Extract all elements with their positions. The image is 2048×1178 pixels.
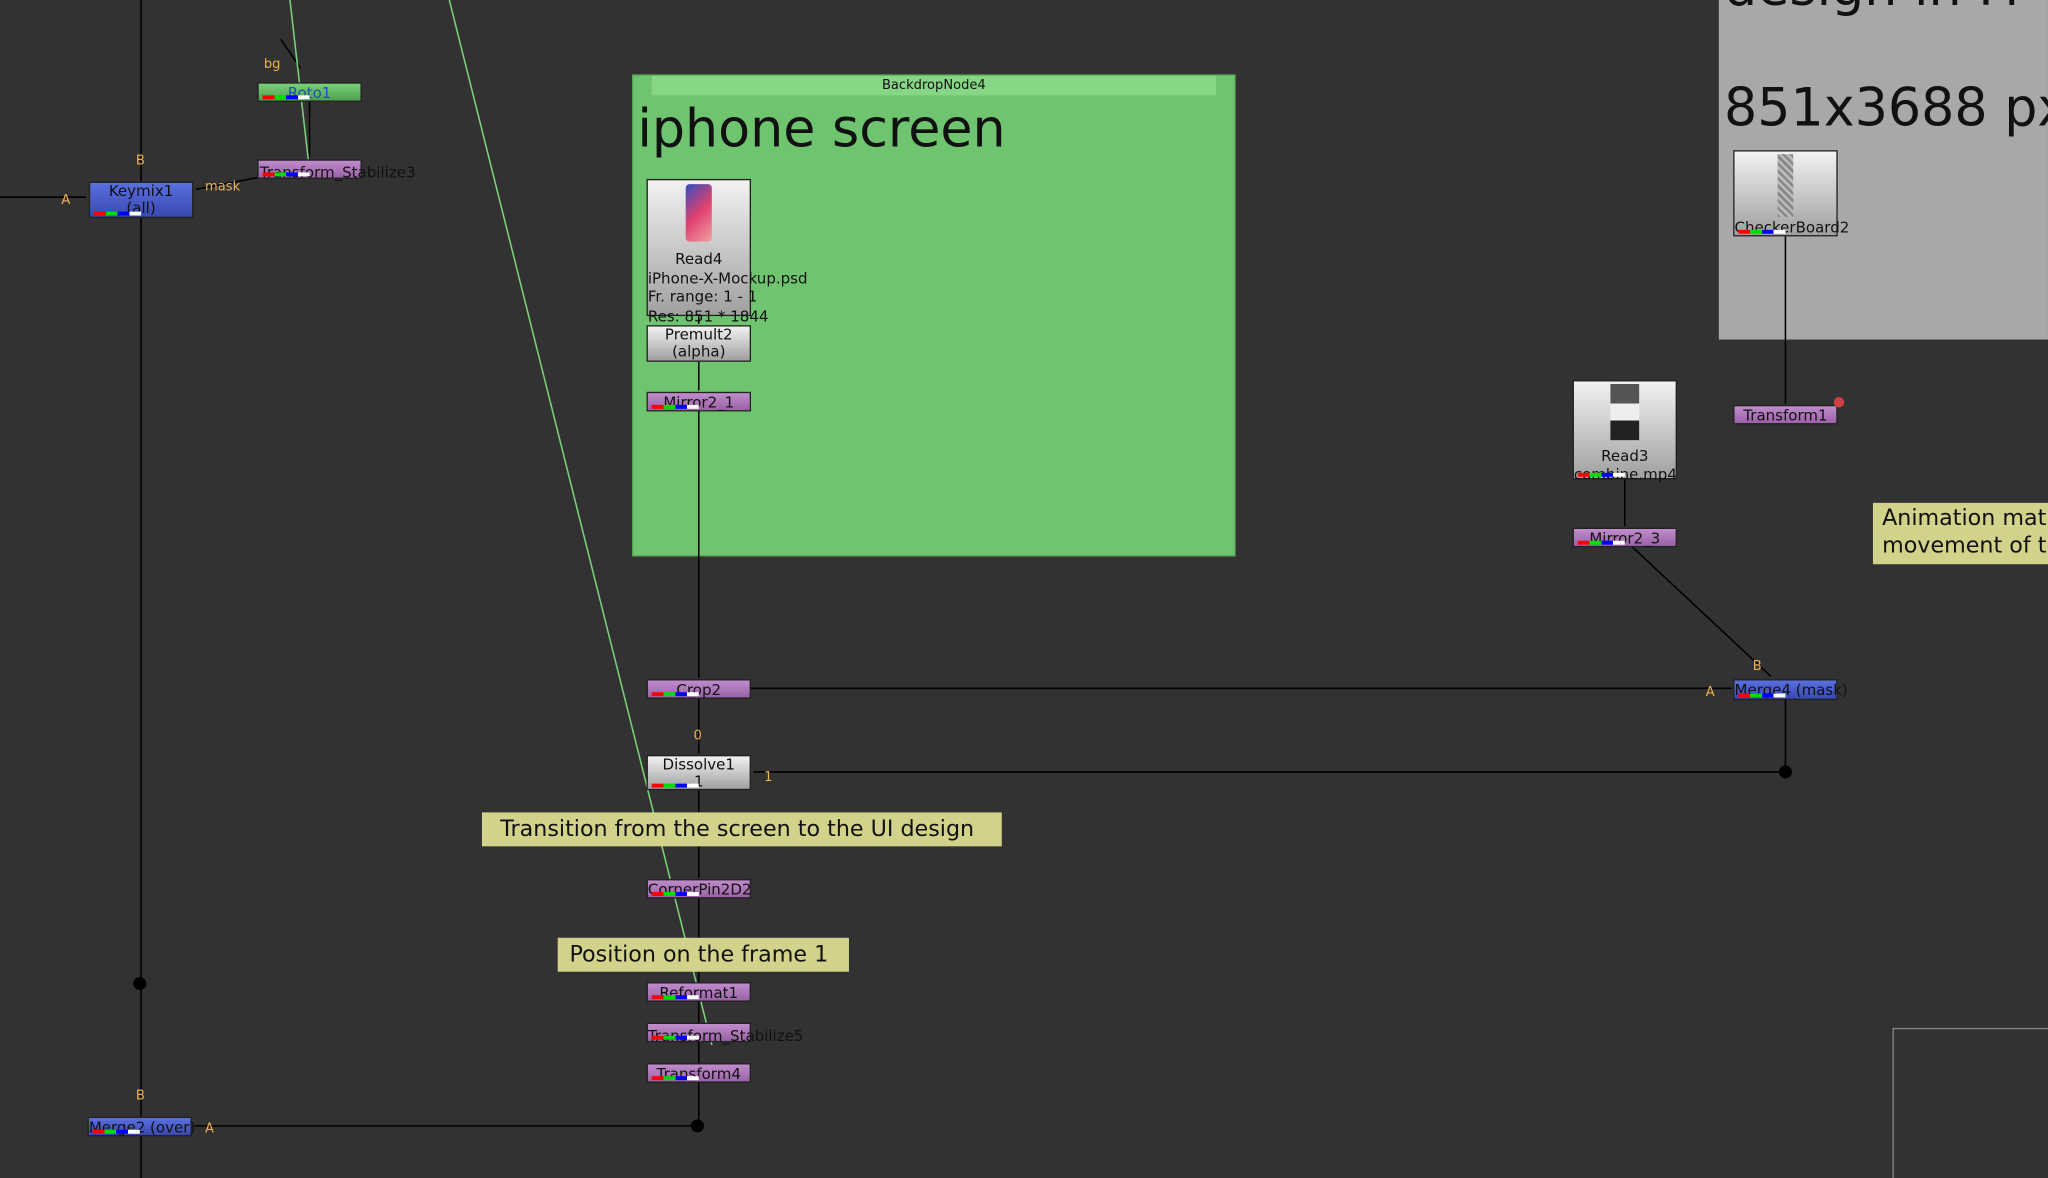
node-label: Transform_Stabilize5 — [647, 1026, 804, 1045]
node-transform1[interactable]: Transform1 — [1733, 397, 1845, 425]
node-label: Transform1 — [1743, 406, 1828, 425]
node-sublabel: (alpha) — [672, 342, 726, 361]
backdrop-iphone[interactable]: BackdropNode4 iphone screen — [632, 74, 1236, 557]
thumbnail-icon — [685, 184, 712, 242]
backdrop-title: BackdropNode4 — [651, 75, 1216, 96]
input-bg: bg — [263, 57, 281, 72]
node-merge4[interactable]: Merge4 (mask) — [1733, 679, 1848, 701]
node-transform-stabilize5[interactable]: Transform_Stabilize5 — [646, 1022, 803, 1045]
node-transform4[interactable]: Transform4 — [646, 1063, 752, 1083]
node-label: Read4 — [675, 249, 723, 268]
sticky-animation[interactable]: Animation mat movement of t — [1872, 502, 2048, 565]
input-1-dissolve: 1 — [764, 770, 773, 785]
input-mask: mask — [205, 180, 241, 195]
node-res: Res: 851 * 1844 — [647, 306, 769, 325]
node-read4[interactable]: Read4 iPhone-X-Mockup.psd Fr. range: 1 -… — [646, 178, 808, 325]
backdrop-label: iphone screen — [637, 99, 1006, 160]
dot-left[interactable] — [133, 976, 147, 991]
node-label: Keymix1 — [108, 181, 174, 200]
input-a-merge2: A — [205, 1121, 214, 1137]
input-b-keymix: B — [135, 154, 145, 169]
node-range: Fr. range: 1 - 1 — [647, 287, 758, 306]
minimap[interactable] — [1892, 1027, 2048, 1178]
backdrop-design-size: 851x3688 px — [1724, 78, 2048, 139]
node-checkerboard2[interactable]: CheckerBoard2 — [1733, 150, 1849, 237]
node-label: Premult2 — [664, 325, 733, 344]
sticky-transition[interactable]: Transition from the screen to the UI des… — [481, 812, 1002, 847]
node-reformat1[interactable]: Reformat1 — [646, 982, 752, 1002]
dot-right[interactable] — [1778, 765, 1792, 779]
node-roto1[interactable]: Roto1 — [257, 82, 362, 102]
node-file: iPhone-X-Mockup.psd — [647, 268, 808, 287]
node-keymix1[interactable]: Keymix1(all) — [88, 181, 194, 219]
node-read3[interactable]: Read3 combine.mp4 — [1572, 380, 1678, 483]
node-label: Transform_Stabilize3 — [259, 163, 416, 182]
animated-badge-icon — [1833, 397, 1845, 408]
sticky-position[interactable]: Position on the frame 1 — [557, 937, 849, 972]
input-a-keymix: A — [61, 193, 71, 208]
node-label: Read3 — [1601, 446, 1649, 465]
input-b-merge4: B — [1752, 659, 1762, 674]
node-cornerpin2d2[interactable]: CornerPin2D2 — [646, 879, 751, 899]
node-crop2[interactable]: Crop2 — [646, 679, 752, 699]
sticky-line: movement of t — [1882, 532, 2047, 560]
input-b-merge2: B — [135, 1089, 145, 1104]
sticky-line: Animation mat — [1882, 505, 2047, 532]
node-transform-stabilize3[interactable]: Transform_Stabilize3 — [257, 159, 416, 182]
node-premult2[interactable]: Premult2(alpha) — [646, 325, 752, 362]
backdrop-design-title: design in Fi — [1724, 0, 2019, 18]
node-merge2[interactable]: Merge2 (over) — [87, 1116, 195, 1137]
node-label: Dissolve1 — [662, 754, 735, 774]
dot-bottom[interactable] — [690, 1119, 704, 1133]
video-thumbnail-icon — [1610, 383, 1640, 441]
node-mirror2-1[interactable]: Mirror2_1 — [646, 391, 752, 412]
input-a-merge4: A — [1705, 685, 1715, 701]
node-file: combine.mp4 — [1573, 464, 1677, 484]
checker-thumbnail-icon — [1777, 154, 1794, 217]
node-sublabel: 1 — [693, 771, 704, 791]
input-0-dissolve: 0 — [693, 728, 702, 744]
node-mirror2-3[interactable]: Mirror2_3 — [1572, 527, 1678, 548]
